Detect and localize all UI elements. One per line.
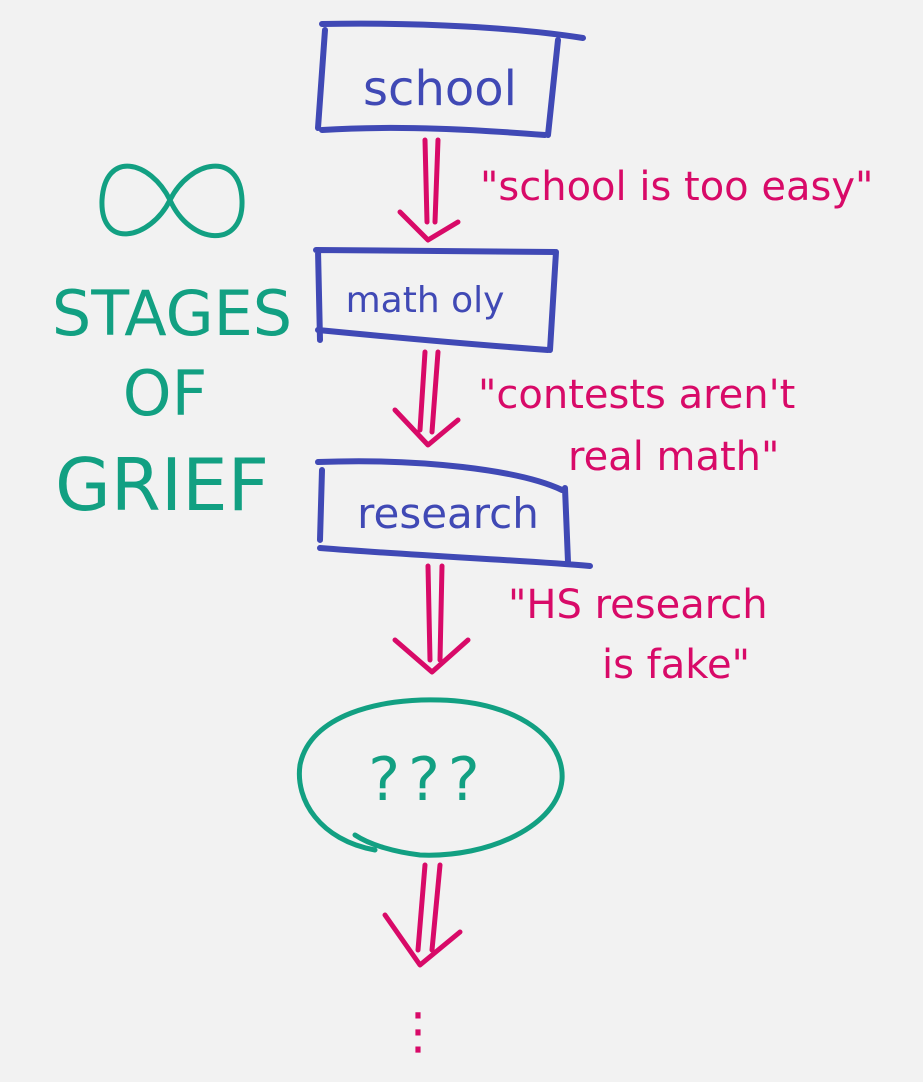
quote-3-line-2: is fake" bbox=[602, 642, 750, 688]
arrow-2 bbox=[392, 349, 461, 448]
quote-1: "school is too easy" bbox=[480, 164, 873, 210]
title-group: STAGES OF GRIEF bbox=[52, 163, 292, 527]
quote-2-line-2: real math" bbox=[568, 434, 779, 480]
continuation-dots: ⋮ bbox=[393, 1002, 443, 1060]
stage-label: math oly bbox=[346, 280, 505, 321]
stage-label: ??? bbox=[368, 745, 488, 815]
title-line-2: OF bbox=[123, 357, 207, 430]
arrow-4 bbox=[382, 862, 463, 968]
stage-box-school: school bbox=[315, 20, 586, 138]
infinity-icon bbox=[99, 163, 245, 239]
stage-label: school bbox=[363, 61, 517, 117]
quote-3-line-1: "HS research bbox=[508, 582, 768, 628]
stage-box-math-oly: math oly bbox=[313, 247, 559, 353]
quote-2-line-1: "contests aren't bbox=[478, 372, 795, 418]
title-line-1: STAGES bbox=[52, 277, 292, 350]
arrow-3 bbox=[392, 563, 471, 675]
title-line-3: GRIEF bbox=[55, 443, 269, 527]
stage-ellipse-unknown: ??? bbox=[296, 697, 565, 858]
stage-box-research: research bbox=[315, 458, 593, 569]
arrow-1 bbox=[397, 137, 461, 243]
stage-label: research bbox=[357, 489, 539, 538]
